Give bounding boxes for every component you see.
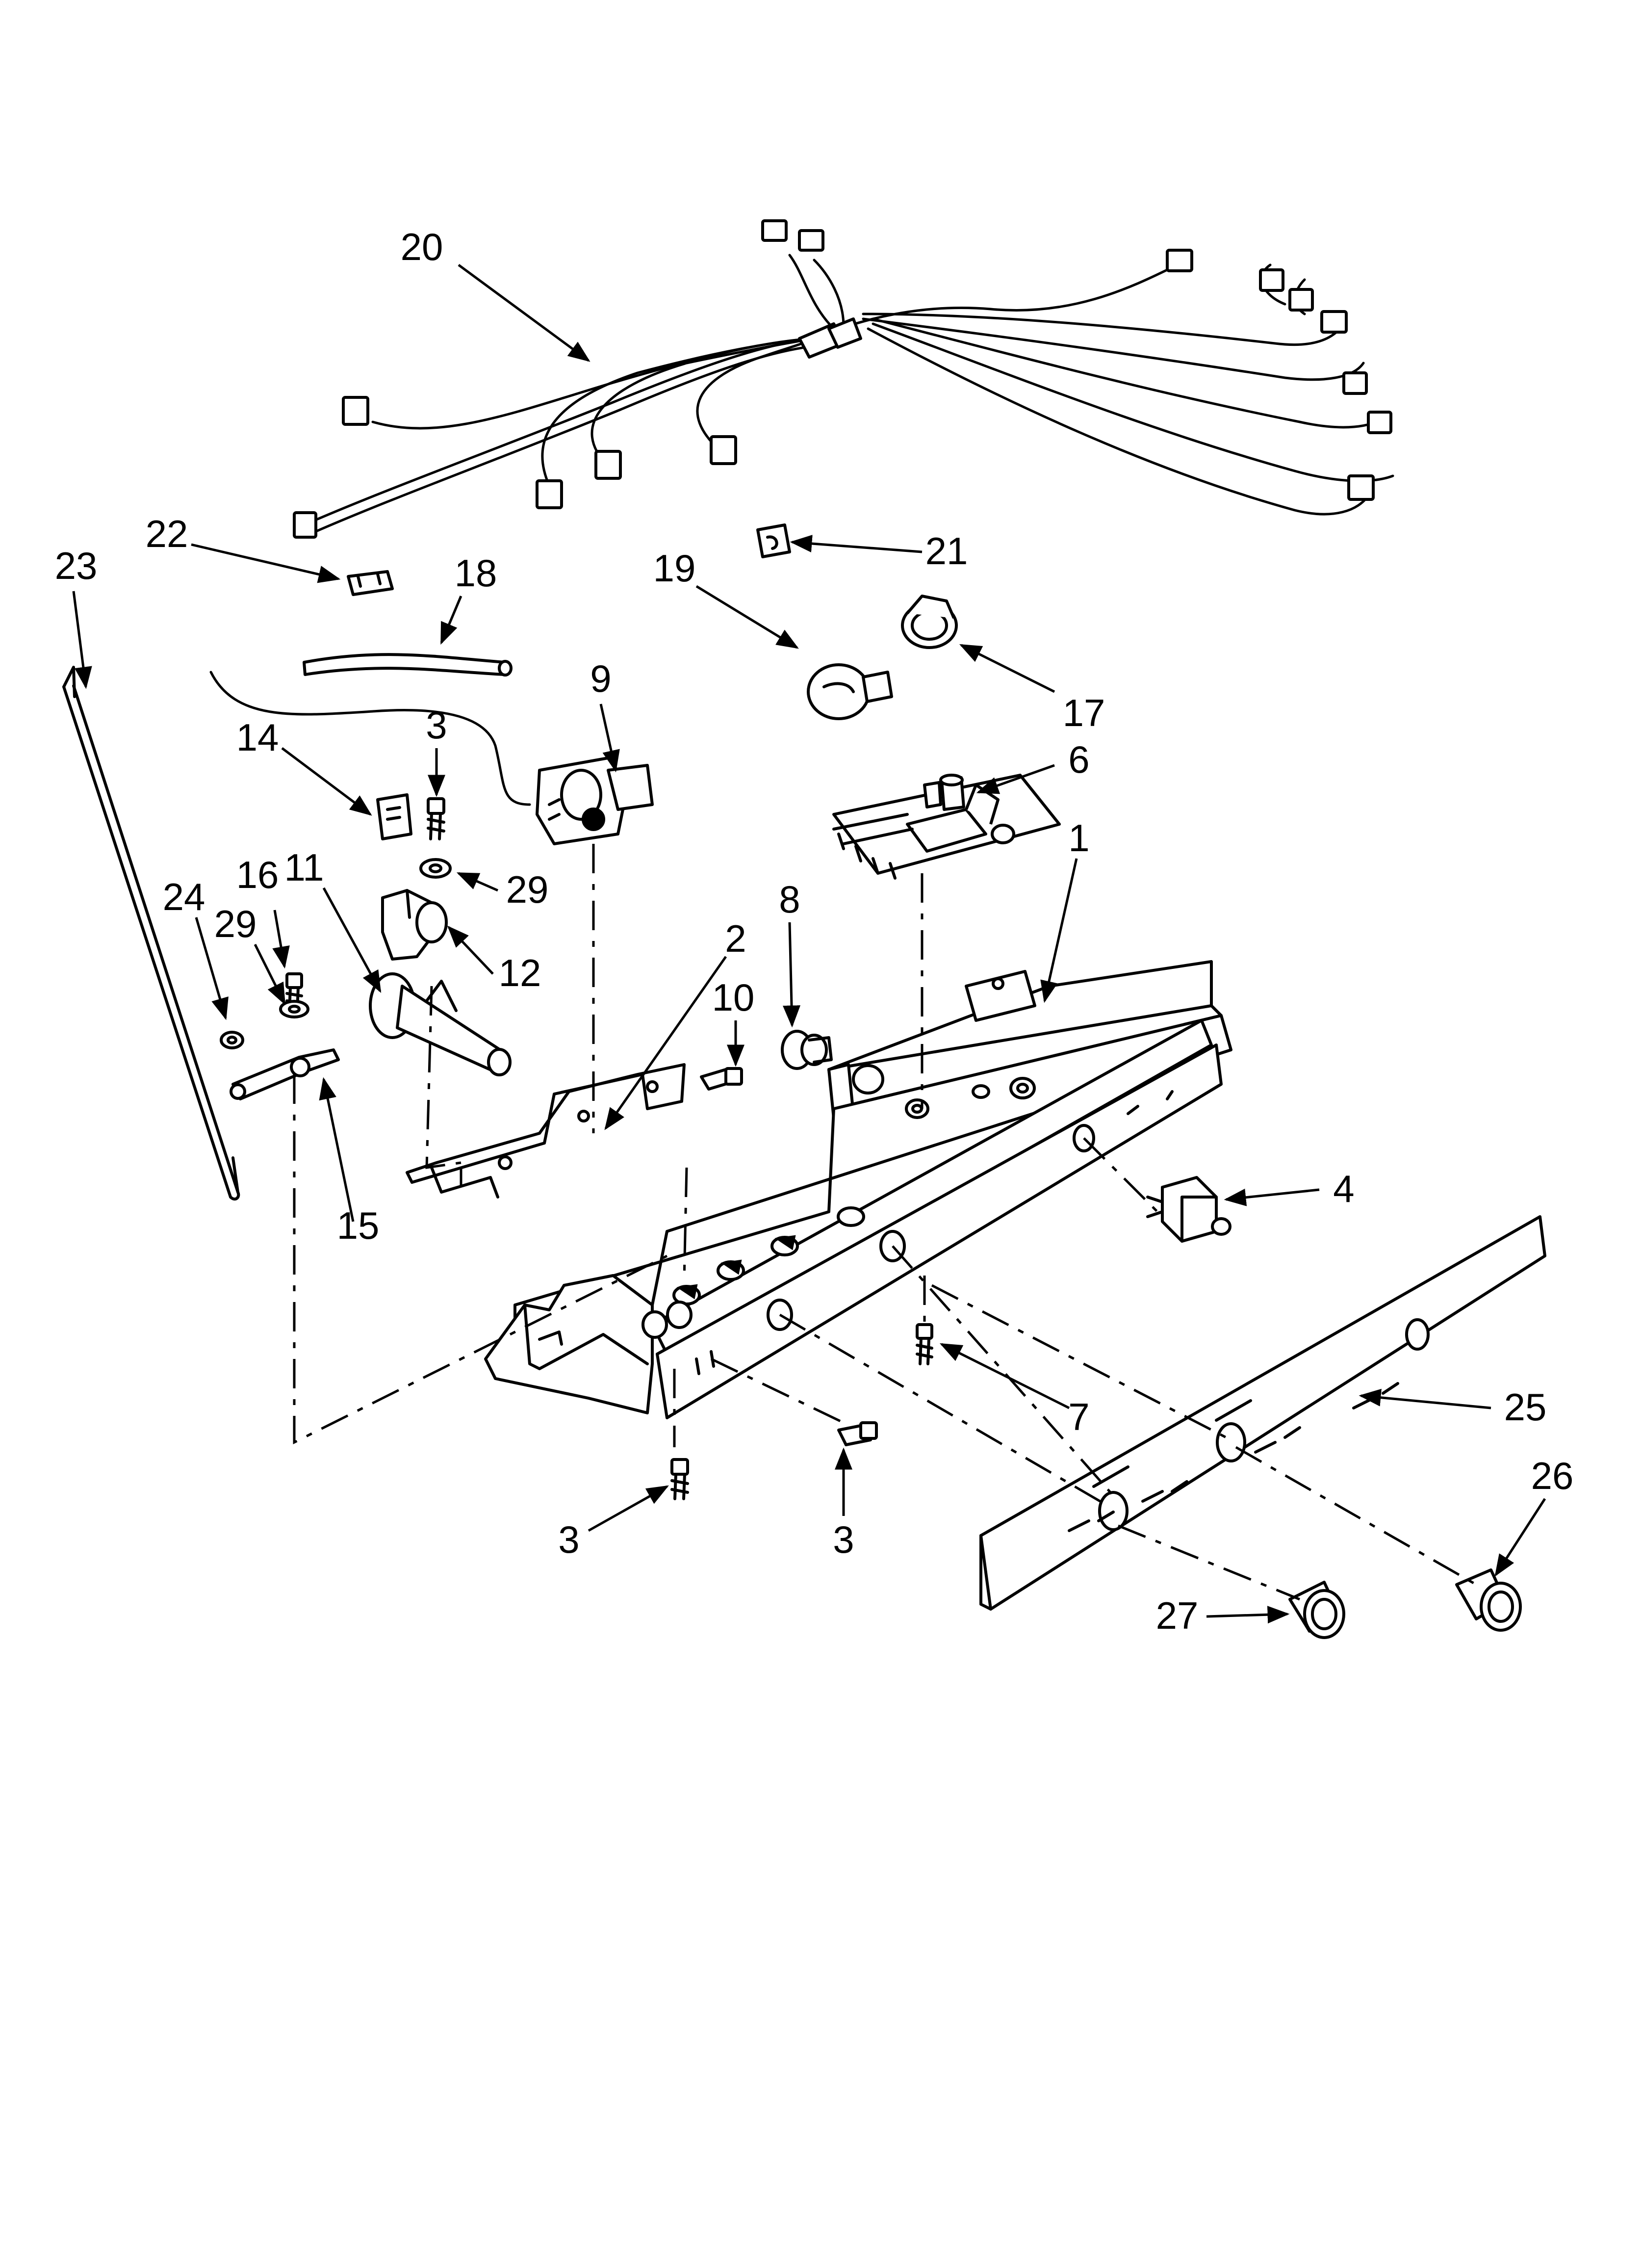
callout-14: 14 bbox=[236, 716, 279, 759]
part-1-control-housing bbox=[484, 960, 1232, 1419]
part-3-screw-bottom-right bbox=[837, 1421, 878, 1446]
part-16-screw bbox=[285, 972, 303, 1012]
part-8-plug bbox=[781, 1030, 833, 1070]
part-6-control-board bbox=[832, 774, 1061, 880]
callout-27: 27 bbox=[1156, 1594, 1199, 1637]
callout-21: 21 bbox=[925, 529, 968, 573]
part-27-knob bbox=[1288, 1581, 1345, 1639]
callout-1: 1 bbox=[1068, 816, 1089, 860]
part-15-lever-arm bbox=[230, 1048, 340, 1100]
callout-16: 16 bbox=[236, 853, 279, 896]
callout-12: 12 bbox=[499, 951, 541, 994]
callout-8: 8 bbox=[779, 878, 800, 921]
part-18-tube bbox=[303, 653, 513, 677]
callout-3-bottom-right: 3 bbox=[833, 1518, 854, 1561]
callout-2: 2 bbox=[725, 917, 746, 960]
callout-labels: 20 22 23 18 19 21 17 9 3 14 6 1 24 16 11… bbox=[55, 225, 1574, 1637]
part-3-screw-top bbox=[427, 797, 445, 840]
part-4-switch bbox=[1146, 1176, 1232, 1243]
part-12-bracket bbox=[381, 889, 448, 961]
callout-23: 23 bbox=[55, 544, 98, 587]
part-17-light-socket bbox=[901, 595, 958, 649]
part-22-bracket bbox=[347, 570, 394, 596]
callout-25: 25 bbox=[1504, 1385, 1547, 1429]
callout-17: 17 bbox=[1063, 691, 1105, 734]
callout-11: 11 bbox=[284, 846, 324, 889]
callout-4: 4 bbox=[1333, 1167, 1354, 1210]
callout-6: 6 bbox=[1068, 738, 1089, 781]
callout-24: 24 bbox=[163, 875, 205, 918]
part-7-screw bbox=[916, 1323, 933, 1365]
callout-18: 18 bbox=[455, 551, 497, 595]
callout-3-bottom-left: 3 bbox=[558, 1518, 579, 1561]
callout-22: 22 bbox=[146, 512, 188, 555]
part-29-washer-right bbox=[419, 858, 452, 879]
part-2-mounting-bracket bbox=[406, 1063, 686, 1199]
part-20-wire-harness bbox=[293, 219, 1394, 539]
part-19-light-bulb bbox=[807, 663, 893, 720]
part-29-washer-left bbox=[279, 1000, 309, 1018]
part-3-screw-bottom-left bbox=[670, 1458, 689, 1500]
callout-3-top: 3 bbox=[426, 704, 447, 747]
callout-9: 9 bbox=[590, 657, 611, 700]
callout-29-right: 29 bbox=[506, 868, 549, 911]
callout-19: 19 bbox=[653, 547, 696, 590]
callout-20: 20 bbox=[401, 225, 443, 268]
part-14-clip bbox=[376, 793, 412, 840]
part-25-control-panel bbox=[979, 1215, 1546, 1611]
callout-15: 15 bbox=[337, 1204, 380, 1247]
part-11-thermostat bbox=[369, 972, 512, 1076]
part-10-screw bbox=[700, 1067, 743, 1091]
callout-26: 26 bbox=[1531, 1454, 1574, 1497]
callout-10: 10 bbox=[712, 976, 755, 1019]
part-23-rod bbox=[62, 666, 240, 1201]
part-24-washer bbox=[220, 1031, 244, 1049]
callout-leaders bbox=[72, 263, 1546, 1624]
part-9-damper-control bbox=[209, 671, 654, 845]
callout-7: 7 bbox=[1068, 1395, 1089, 1438]
part-26-knob bbox=[1455, 1568, 1522, 1632]
assembly-guide-lines bbox=[293, 844, 1477, 1601]
part-21-clip bbox=[756, 523, 791, 558]
callout-29-left: 29 bbox=[214, 902, 257, 945]
